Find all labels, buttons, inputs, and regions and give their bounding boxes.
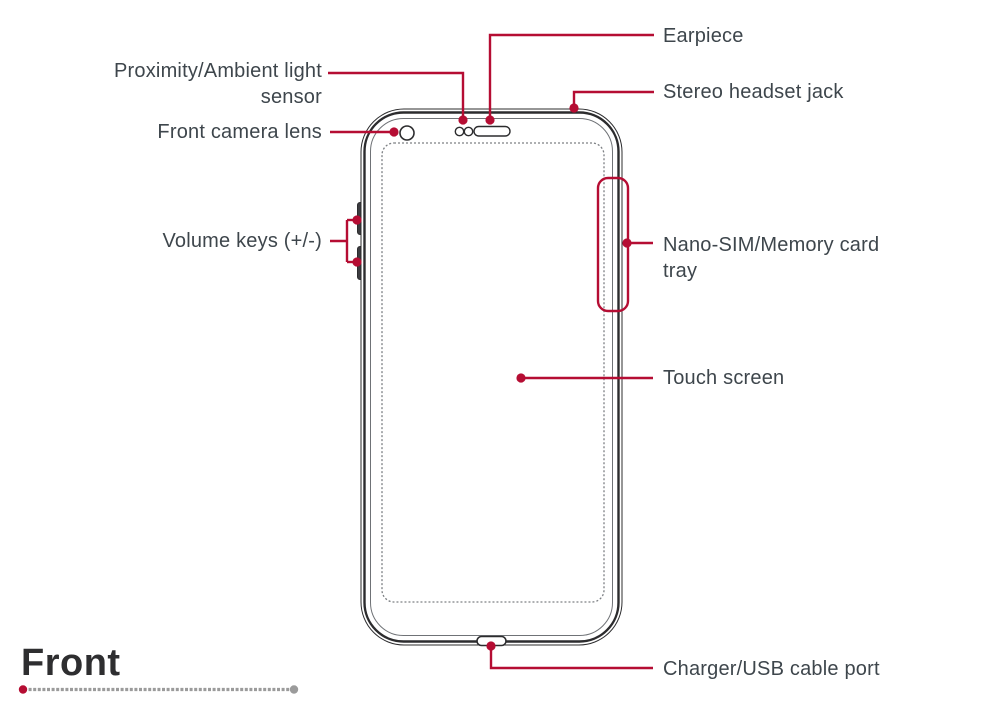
label-touch-screen: Touch screen: [663, 367, 785, 389]
volume-keys-leader-line: [330, 218, 355, 264]
charger-dot: [486, 641, 496, 651]
sim-tray-dot: [622, 238, 632, 248]
label-nano-sim-tray-line1: Nano-SIM/Memory card: [663, 234, 880, 256]
proximity-sensor-shape: [454, 126, 474, 137]
headset-jack-dot: [569, 103, 579, 113]
earpiece-dot: [485, 115, 495, 125]
charger-leader-line: [489, 648, 653, 670]
label-earpiece: Earpiece: [663, 25, 744, 47]
earpiece-leader-line: [488, 33, 654, 117]
label-volume-keys: Volume keys (+/-): [162, 230, 322, 252]
earpiece-shape: [473, 125, 511, 137]
label-nano-sim-tray-line2: tray: [663, 260, 698, 282]
proximity-leader-line: [328, 71, 465, 117]
front-camera-lens-shape: [399, 125, 415, 141]
label-nano-sim-tray: Nano-SIM/Memory card tray: [663, 232, 879, 284]
label-charger-port: Charger/USB cable port: [663, 658, 880, 680]
headset-jack-leader-line: [572, 90, 654, 105]
camera-dot: [389, 127, 399, 137]
label-proximity-sensor-line2: sensor: [260, 86, 322, 108]
proximity-dot: [458, 115, 468, 125]
page-title: Front: [21, 642, 121, 684]
volume-key-bottom-dot: [352, 257, 362, 267]
touch-screen-dot: [516, 373, 526, 383]
label-proximity-sensor-line1: Proximity/Ambient light: [114, 60, 322, 82]
touch-screen-outline: [381, 142, 605, 603]
label-proximity-sensor: Proximity/Ambient light sensor: [114, 58, 322, 110]
volume-key-top-dot: [352, 215, 362, 225]
label-stereo-headset-jack: Stereo headset jack: [663, 81, 844, 103]
label-front-camera-lens: Front camera lens: [157, 121, 322, 143]
title-underline: [18, 685, 299, 694]
